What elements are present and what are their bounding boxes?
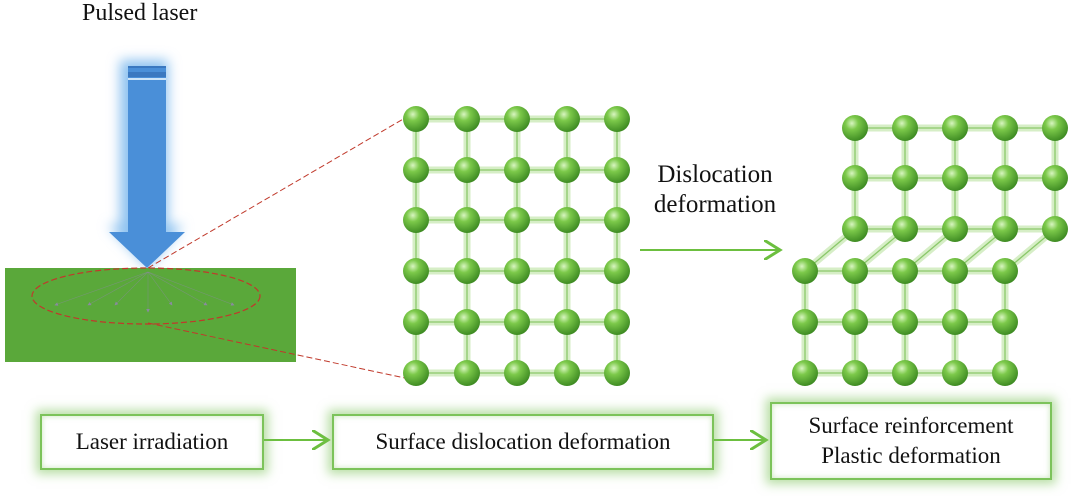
atom [942,309,968,335]
atom [403,360,429,386]
atom [454,106,480,132]
stress-arrow [54,271,149,306]
atom [454,157,480,183]
atom [942,216,968,242]
atom [604,258,630,284]
atom [554,258,580,284]
atom [892,216,918,242]
step-3-text-line2: Plastic deformation [821,443,1001,468]
laser-arrow-icon [108,60,185,268]
atom [604,360,630,386]
atom [892,115,918,141]
atom [604,309,630,335]
zoom-line-bottom [147,322,406,379]
atom [942,258,968,284]
atom [554,207,580,233]
atom [992,165,1018,191]
atom [454,207,480,233]
atom [842,309,868,335]
atom [554,157,580,183]
atom [842,258,868,284]
atom [504,360,530,386]
irradiated-zone [31,267,261,325]
atom [842,216,868,242]
dislocation-label-line1: Dislocation [657,161,773,188]
atom [504,309,530,335]
atom [992,309,1018,335]
stress-arrows [54,271,235,313]
atom [604,207,630,233]
atom [504,106,530,132]
lattice-dislocated [792,115,1068,386]
stress-arrow [147,271,208,306]
atom [992,360,1018,386]
atom [403,157,429,183]
step-3-text-line1: Surface reinforcement [808,413,1014,438]
step-surface-reinforcement: Surface reinforcement Plastic deformatio… [770,402,1052,480]
atom [403,207,429,233]
atom [792,309,818,335]
lattice-original [403,106,630,386]
pulsed-laser-label: Pulsed laser [82,0,198,26]
atom [842,165,868,191]
step-2-text: Surface dislocation deformation [375,429,671,454]
stress-arrow [114,271,149,306]
substrate [5,268,296,362]
atom [1042,216,1068,242]
stress-arrow [147,271,173,306]
dislocation-label-line2: deformation [653,191,777,218]
atom [504,157,530,183]
atom [554,106,580,132]
atom [842,360,868,386]
atom [1042,165,1068,191]
atom [504,207,530,233]
atom [604,157,630,183]
atom [554,309,580,335]
atom [942,360,968,386]
atom [892,165,918,191]
atom [942,165,968,191]
stress-arrow [87,271,149,306]
step-laser-irradiation: Laser irradiation [40,414,264,470]
atom [504,258,530,284]
atom [892,309,918,335]
atom [942,115,968,141]
dislocation-label: Dislocation deformation [640,160,790,220]
atom [792,258,818,284]
atom [892,258,918,284]
atom [454,258,480,284]
atom [992,258,1018,284]
atom [454,309,480,335]
atom [992,115,1018,141]
atom [403,258,429,284]
atom [403,309,429,335]
atom [992,216,1018,242]
atom [554,360,580,386]
atom [604,106,630,132]
step-1-text: Laser irradiation [75,429,229,454]
step-surface-dislocation: Surface dislocation deformation [332,414,714,470]
atom [1042,115,1068,141]
atom [454,360,480,386]
atom [403,106,429,132]
atom [792,360,818,386]
atom [892,360,918,386]
zoom-line-top [147,117,406,269]
stress-arrow [147,271,235,306]
atom [842,115,868,141]
